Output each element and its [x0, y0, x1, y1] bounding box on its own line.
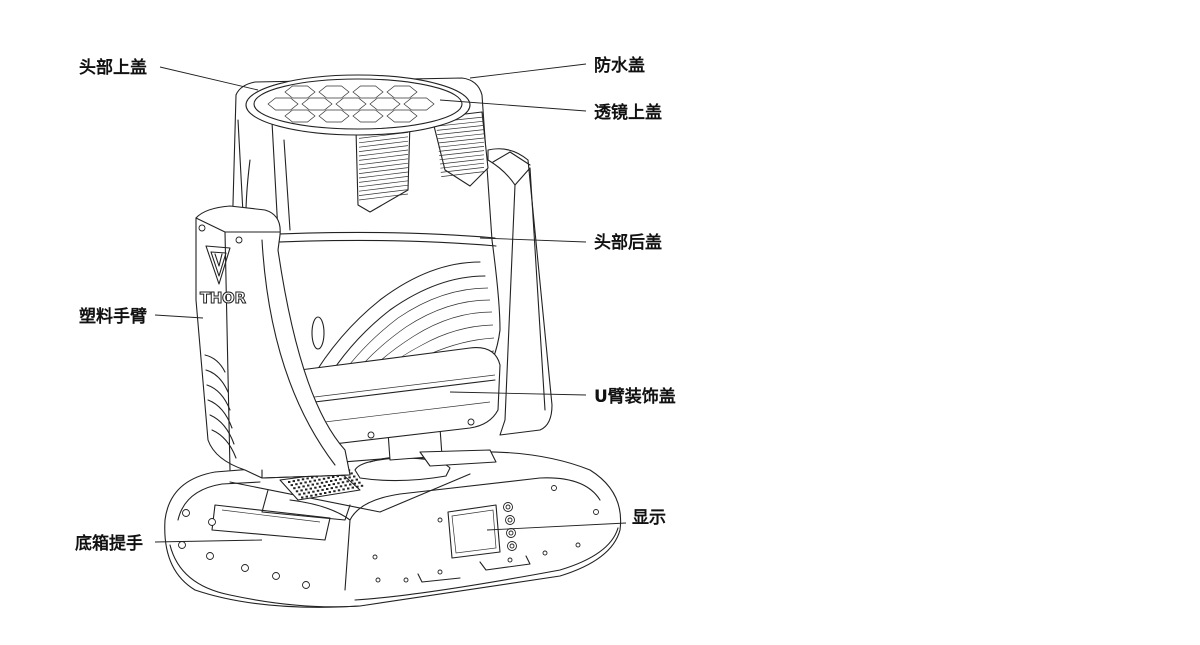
thor-logo-text: THOR: [200, 289, 246, 307]
leader-u-arm-trim-cover: [449, 391, 587, 396]
lens-hex: [352, 85, 384, 99]
lens-hex: [403, 97, 435, 111]
lens-hex: [301, 97, 333, 111]
top-hood-vents: [355, 111, 489, 213]
label-lens-top-cover: 透镜上盖: [594, 102, 662, 123]
left-arm: THOR: [195, 205, 351, 479]
lens-hex: [267, 97, 299, 111]
lens-hex: [335, 97, 367, 111]
arm-ribs: [204, 354, 237, 459]
label-head-rear-cover: 头部后盖: [594, 232, 662, 253]
lens-hex: [318, 109, 350, 123]
leader-base-handle: [154, 539, 263, 543]
label-plastic-arm: 塑料手臂: [79, 306, 147, 327]
lens-hex: [352, 109, 384, 123]
display-screen: [447, 504, 501, 559]
leader-head-top-cover: [159, 66, 259, 91]
leader-plastic-arm: [154, 314, 204, 319]
label-base-handle: 底箱提手: [75, 533, 143, 554]
lens-hex: [369, 97, 401, 111]
base-screw-holes: [178, 485, 599, 589]
leader-head-rear-cover: [479, 237, 587, 243]
label-display: 显示: [632, 508, 666, 528]
lens-hex: [318, 85, 350, 99]
lens-hex: [284, 109, 316, 123]
label-head-top-cover: 头部上盖: [79, 57, 147, 78]
base-box: [164, 451, 622, 608]
lens-hex: [284, 85, 316, 99]
leader-waterproof-cover: [469, 63, 587, 79]
lens-hex: [386, 109, 418, 123]
callout-labels: 头部上盖 防水盖 透镜上盖 头部后盖 塑料手臂 U臂装饰盖 显示 底箱提手: [75, 55, 676, 554]
leader-display: [486, 522, 627, 531]
label-waterproof-cover: 防水盖: [594, 55, 645, 76]
thor-logo: THOR: [200, 245, 247, 308]
leader-lines: [154, 63, 627, 543]
lens-hex: [386, 85, 418, 99]
leader-lens-top-cover: [439, 99, 587, 112]
right-arm: [487, 148, 553, 436]
lens-ring: [245, 74, 471, 136]
yoke-pivot: [354, 427, 497, 482]
label-u-arm-trim-cover: U臂装饰盖: [594, 386, 676, 407]
head-body: [231, 74, 501, 449]
control-buttons: [503, 502, 517, 551]
